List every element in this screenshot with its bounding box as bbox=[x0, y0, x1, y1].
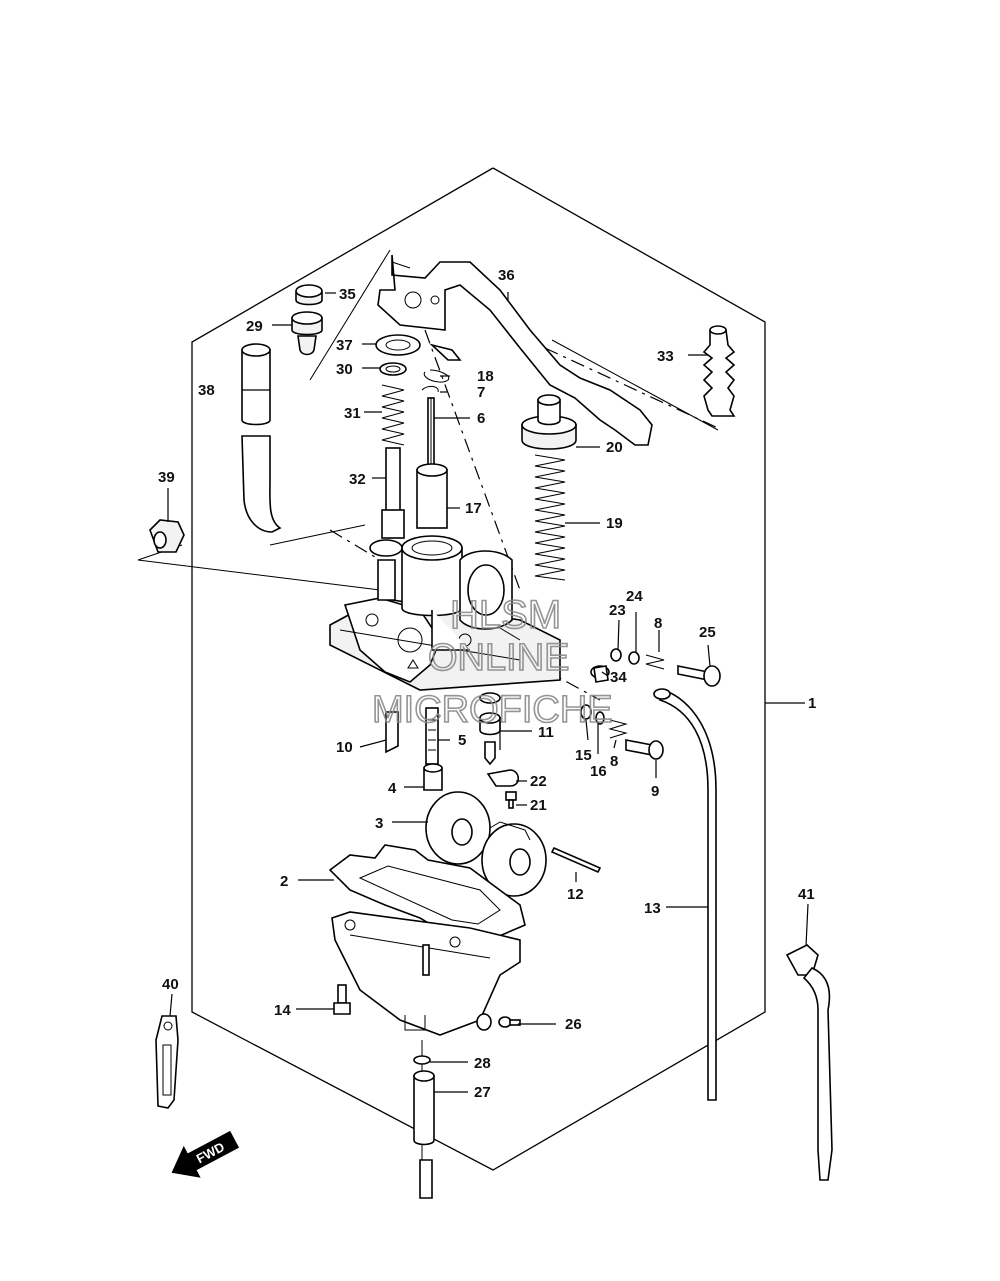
hose-clip bbox=[413, 1055, 431, 1065]
hose-guide bbox=[155, 1015, 179, 1109]
callout-labels: 1 2 3 4 5 6 7 8 8 9 10 11 12 13 14 15 16… bbox=[158, 267, 816, 1101]
throttle-cable-bracket bbox=[377, 254, 719, 446]
throttle-spring bbox=[381, 384, 405, 446]
main-jet bbox=[423, 763, 443, 791]
callout-17: 17 bbox=[465, 500, 482, 517]
callout-15: 15 bbox=[575, 747, 592, 764]
chamber-screw bbox=[333, 984, 351, 1015]
callout-41: 41 bbox=[798, 886, 815, 903]
callout-1: 1 bbox=[808, 695, 816, 712]
callout-24: 24 bbox=[626, 588, 643, 605]
callout-14: 14 bbox=[274, 1002, 291, 1019]
callout-12: 12 bbox=[567, 886, 584, 903]
cable-tie bbox=[785, 944, 833, 1181]
rubber-boot bbox=[702, 325, 736, 417]
air-screw-assembly bbox=[580, 704, 664, 760]
assembly-frame bbox=[191, 167, 766, 1171]
callout-8-lower: 8 bbox=[610, 753, 618, 770]
leader-lines bbox=[167, 292, 809, 1093]
overflow-hose bbox=[653, 688, 717, 1101]
float-chamber-gasket bbox=[328, 844, 526, 941]
callout-18: 18 bbox=[477, 368, 494, 385]
watermark: HLSM ONLINE MICROFICHE bbox=[371, 592, 613, 732]
callout-34: 34 bbox=[610, 669, 627, 686]
callout-23: 23 bbox=[609, 602, 626, 619]
callout-36: 36 bbox=[498, 267, 515, 284]
callout-30: 30 bbox=[336, 361, 353, 378]
callout-27: 27 bbox=[474, 1084, 491, 1101]
callout-6: 6 bbox=[477, 410, 485, 427]
callout-9: 9 bbox=[651, 783, 659, 800]
carburetor-body bbox=[329, 535, 561, 691]
callout-8-upper: 8 bbox=[654, 615, 662, 632]
callout-21: 21 bbox=[530, 797, 547, 814]
throttle-valve bbox=[416, 463, 448, 529]
drain-hose bbox=[413, 1070, 435, 1199]
callout-29: 29 bbox=[246, 318, 263, 335]
float-pin-screw bbox=[505, 791, 517, 809]
cable-guide bbox=[593, 665, 609, 683]
callout-2: 2 bbox=[280, 873, 288, 890]
float-chamber bbox=[331, 911, 521, 1036]
float-assembly bbox=[425, 791, 547, 897]
callout-4: 4 bbox=[388, 780, 397, 797]
callout-20: 20 bbox=[606, 439, 623, 456]
float-needle-valve bbox=[479, 692, 501, 766]
callout-31: 31 bbox=[344, 405, 361, 422]
rubber-cap bbox=[295, 284, 323, 306]
callout-33: 33 bbox=[657, 348, 674, 365]
callout-10: 10 bbox=[336, 739, 353, 756]
idle-adjust-cap bbox=[521, 394, 577, 450]
callout-40: 40 bbox=[162, 976, 179, 993]
drain-screw bbox=[498, 1016, 521, 1028]
forward-direction-arrow: FWD bbox=[171, 1130, 240, 1178]
callout-22: 22 bbox=[530, 773, 547, 790]
hex-nut bbox=[149, 519, 185, 553]
return-spring bbox=[534, 454, 566, 581]
callout-32: 32 bbox=[349, 471, 366, 488]
starter-plunger bbox=[385, 711, 399, 754]
callout-26: 26 bbox=[565, 1016, 582, 1033]
vent-hose-upper bbox=[241, 343, 282, 533]
callout-16: 16 bbox=[590, 763, 607, 780]
callout-19: 19 bbox=[606, 515, 623, 532]
throttle-stop-screw bbox=[381, 447, 405, 539]
needle-clip bbox=[421, 369, 450, 393]
callout-39: 39 bbox=[158, 469, 175, 486]
callout-11: 11 bbox=[538, 724, 554, 741]
adjuster-cap bbox=[291, 311, 323, 356]
callout-28: 28 bbox=[474, 1055, 491, 1072]
float-pin bbox=[550, 846, 602, 874]
washer bbox=[379, 362, 407, 376]
callout-13: 13 bbox=[644, 900, 661, 917]
float-arm-clip bbox=[486, 769, 520, 787]
callout-3: 3 bbox=[375, 815, 383, 832]
callout-7: 7 bbox=[477, 384, 485, 401]
callout-38: 38 bbox=[198, 382, 215, 399]
callout-25: 25 bbox=[699, 624, 716, 641]
jet-needle bbox=[427, 397, 435, 470]
callout-5: 5 bbox=[458, 732, 466, 749]
callout-37: 37 bbox=[336, 337, 353, 354]
callout-35: 35 bbox=[339, 286, 356, 303]
watermark-line-2: ONLINE bbox=[428, 637, 569, 679]
watermark-line-1: HLSM bbox=[450, 593, 561, 637]
watermark-line-3: MICROFICHE bbox=[372, 689, 613, 731]
cap-gasket bbox=[375, 334, 462, 361]
